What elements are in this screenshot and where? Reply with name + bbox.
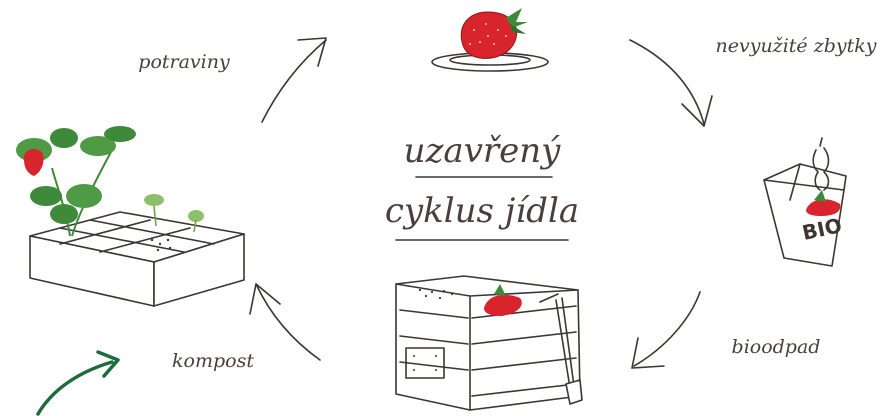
arrow-to-composter (632, 292, 700, 368)
arrow-to-planter (250, 284, 320, 360)
label-potraviny: potraviny (138, 51, 230, 73)
strawberry-on-plate-icon (432, 8, 548, 71)
label-nevyuzite-zbytky: nevyužité zbytky (716, 35, 877, 57)
bio-bin-icon: BIO (764, 138, 846, 266)
center-title-line1: uzavřený (404, 131, 562, 171)
green-arrow-icon (38, 352, 118, 414)
arrow-to-bin (630, 40, 712, 126)
wooden-composter-icon (396, 276, 582, 410)
label-bioodpad: bioodpad (732, 336, 821, 358)
center-title: uzavřený cyklus jídla (385, 131, 579, 240)
label-kompost: kompost (172, 350, 254, 372)
arrow-to-plate (262, 38, 326, 122)
raised-bed-planter-icon (16, 126, 244, 306)
center-title-line2: cyklus jídla (385, 191, 579, 231)
